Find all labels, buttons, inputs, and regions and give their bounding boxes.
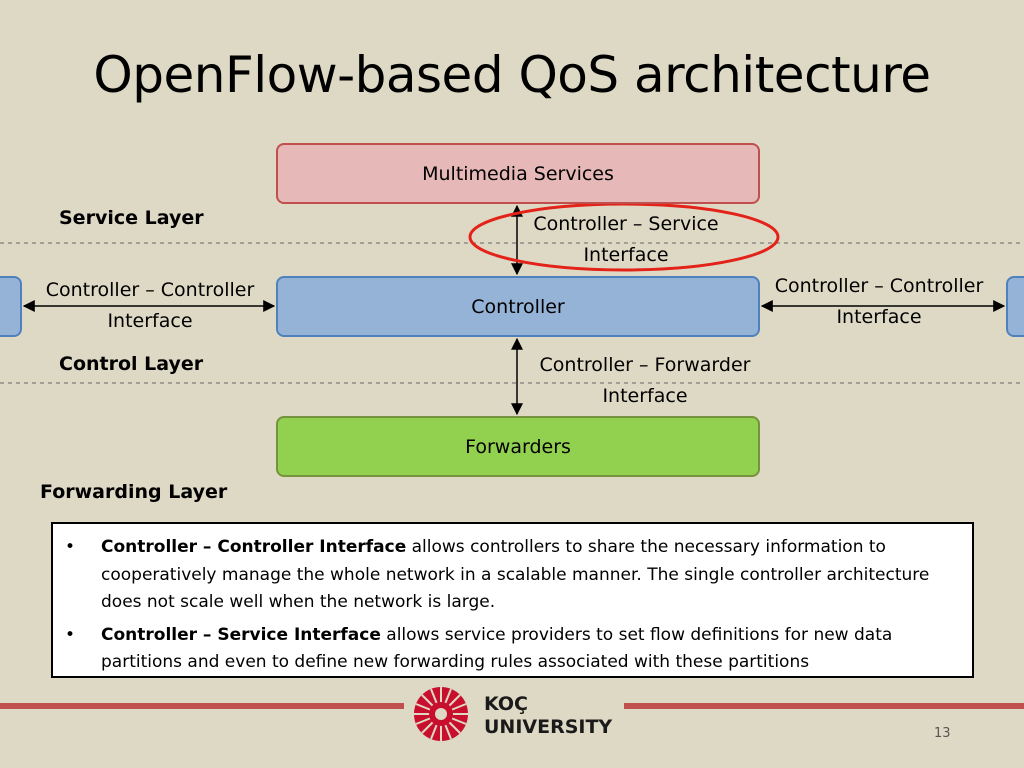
logo-text-koc: KOÇ bbox=[484, 693, 528, 715]
bullet-text: allows service providers to set flow def… bbox=[101, 624, 893, 673]
right-controller-interface-label: Controller – Controller Interface bbox=[759, 271, 999, 333]
bullet-text: allows controllers to share the necessar… bbox=[101, 537, 930, 612]
multimedia-services-box: Multimedia Services bbox=[276, 143, 760, 204]
forwarders-box: Forwarders bbox=[276, 416, 760, 477]
right-interface-line1: Controller – Controller bbox=[774, 275, 984, 297]
bullet-term: Controller – Controller Interface bbox=[101, 537, 407, 557]
right-peer-controller-box bbox=[1006, 276, 1024, 337]
bullet-term: Controller – Service Interface bbox=[101, 624, 381, 645]
logo-text-university: UNIVERSITY bbox=[484, 716, 613, 738]
forwarder-interface-line2: Interface bbox=[602, 385, 688, 407]
left-controller-interface-label: Controller – Controller Interface bbox=[30, 275, 270, 337]
koc-university-logo-icon bbox=[414, 687, 468, 741]
right-interface-line2: Interface bbox=[836, 306, 922, 328]
multimedia-services-label: Multimedia Services bbox=[422, 162, 614, 185]
control-layer-label: Control Layer bbox=[59, 353, 204, 375]
notes-bullet: Controller – Controller Interface allows… bbox=[65, 534, 932, 617]
notes-bullet: Controller – Service Interface allows se… bbox=[65, 622, 932, 677]
forwarders-label: Forwarders bbox=[465, 435, 571, 458]
footer-bar-right bbox=[624, 703, 1024, 709]
service-interface-label: Controller – Service Interface bbox=[520, 209, 732, 271]
page-number: 13 bbox=[934, 726, 951, 741]
forwarder-interface-label: Controller – Forwarder Interface bbox=[525, 350, 765, 412]
forwarder-interface-line1: Controller – Forwarder bbox=[539, 354, 751, 376]
slide-title: OpenFlow-based QoS architecture bbox=[93, 46, 931, 104]
controller-box: Controller bbox=[276, 276, 760, 337]
service-layer-label: Service Layer bbox=[59, 207, 204, 229]
service-interface-line2: Interface bbox=[583, 244, 669, 266]
controller-label: Controller bbox=[471, 295, 565, 318]
left-interface-line1: Controller – Controller bbox=[45, 279, 255, 301]
forwarding-layer-label: Forwarding Layer bbox=[40, 481, 228, 503]
footer-bar-left bbox=[0, 703, 404, 709]
left-peer-controller-box bbox=[0, 276, 22, 337]
notes-box: Controller – Controller Interface allows… bbox=[51, 522, 974, 678]
highlight-ellipse bbox=[468, 202, 780, 272]
service-interface-line1: Controller – Service bbox=[533, 213, 719, 235]
left-interface-line2: Interface bbox=[107, 310, 193, 332]
